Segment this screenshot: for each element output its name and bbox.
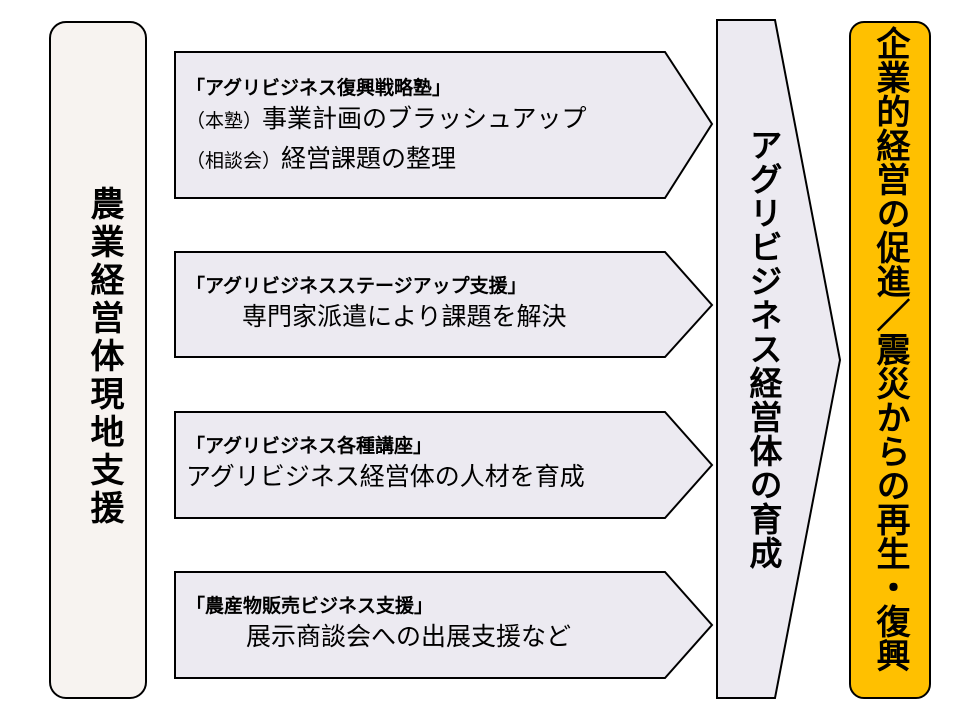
program-4-title: 「農産物販売ビジネス支援」 bbox=[186, 595, 434, 617]
program-3-line-1: アグリビジネス経営体の人材を育成 bbox=[186, 462, 585, 491]
program-1-line-1: （本塾）事業計画のブラッシュアップ bbox=[186, 104, 587, 133]
program-arrow-4 bbox=[174, 571, 714, 679]
program-4-text: 「農産物販売ビジネス支援」 展示商談会への出展支援など bbox=[186, 594, 571, 655]
program-arrow-3 bbox=[174, 411, 714, 519]
program-1-title: 「アグリビジネス復興戦略塾」 bbox=[186, 77, 452, 99]
program-3-title: 「アグリビジネス各種講座」 bbox=[186, 435, 433, 457]
program-3-text: 「アグリビジネス各種講座」 アグリビジネス経営体の人材を育成 bbox=[186, 434, 585, 495]
program-1-line-2: （相談会）経営課題の整理 bbox=[186, 144, 457, 173]
program-arrow-2 bbox=[174, 251, 714, 358]
center-growth-label: アグリビジネス経営体の育成 bbox=[744, 128, 783, 570]
program-2-text: 「アグリビジネスステージアップ支援」 専門家派遣により課題を解決 bbox=[186, 274, 567, 335]
center-growth-arrow bbox=[716, 19, 842, 699]
result-label: 企業的経営の促進／震災からの再生・復興 bbox=[870, 26, 910, 672]
left-support-box bbox=[49, 21, 147, 699]
program-1-text: 「アグリビジネス復興戦略塾」 （本塾）事業計画のブラッシュアップ （相談会）経営… bbox=[186, 76, 587, 180]
program-2-line-1: 専門家派遣により課題を解決 bbox=[242, 302, 567, 331]
program-arrow-1 bbox=[174, 51, 714, 199]
result-box bbox=[849, 21, 931, 699]
program-4-line-1: 展示商談会への出展支援など bbox=[246, 622, 572, 651]
program-2-title: 「アグリビジネスステージアップ支援」 bbox=[186, 275, 527, 297]
left-support-label: 農業経営体現地支援 bbox=[84, 186, 124, 528]
